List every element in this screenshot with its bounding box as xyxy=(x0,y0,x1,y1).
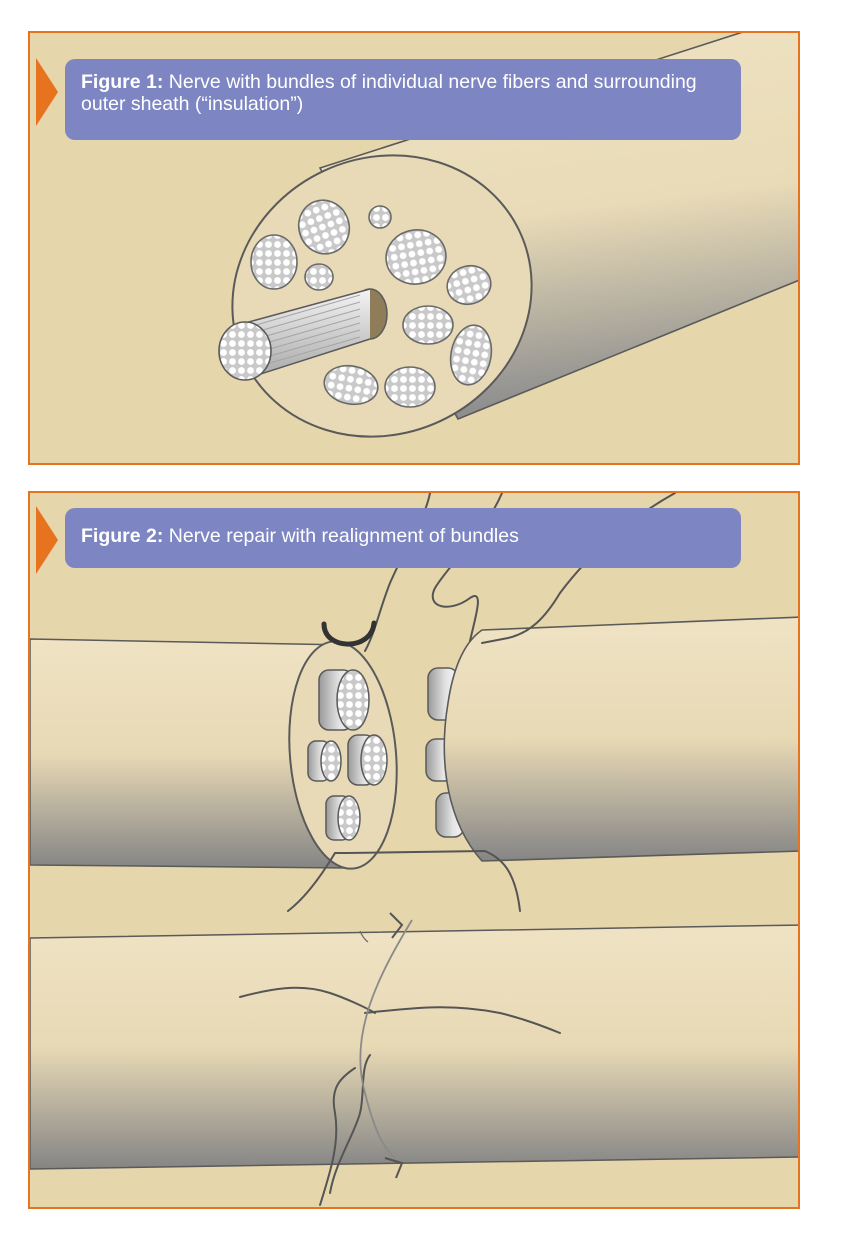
figure-1-label: Figure 1: xyxy=(81,71,164,93)
suture-needle xyxy=(321,620,377,647)
figure-2-text: Nerve repair with realignment of bundles xyxy=(163,525,519,547)
figure-1-caption: Figure 1: Nerve with bundles of individu… xyxy=(65,59,741,140)
lower-nerve xyxy=(30,924,798,1170)
protruding-fascicle xyxy=(218,288,388,381)
suture-threads-lower xyxy=(239,986,561,1206)
figure-1-panel: Figure 1: Nerve with bundles of individu… xyxy=(28,31,800,465)
left-nerve-fascicles xyxy=(307,669,388,841)
nerve-fascicles xyxy=(250,199,493,408)
right-nerve-segment xyxy=(443,616,798,862)
nerve-repair-illustration xyxy=(30,493,798,1206)
figure-2-arrow-marker xyxy=(36,506,58,574)
figure-2-label: Figure 2: xyxy=(81,525,164,547)
figure-1-arrow-marker xyxy=(36,58,58,126)
figure-2-caption: Figure 2: Nerve repair with realignment … xyxy=(65,508,741,568)
figure-1-text: Nerve with bundles of individual nerve f… xyxy=(81,71,697,115)
figure-2-panel: Figure 2: Nerve repair with realignment … xyxy=(28,491,800,1209)
suture-loop xyxy=(359,919,413,1164)
